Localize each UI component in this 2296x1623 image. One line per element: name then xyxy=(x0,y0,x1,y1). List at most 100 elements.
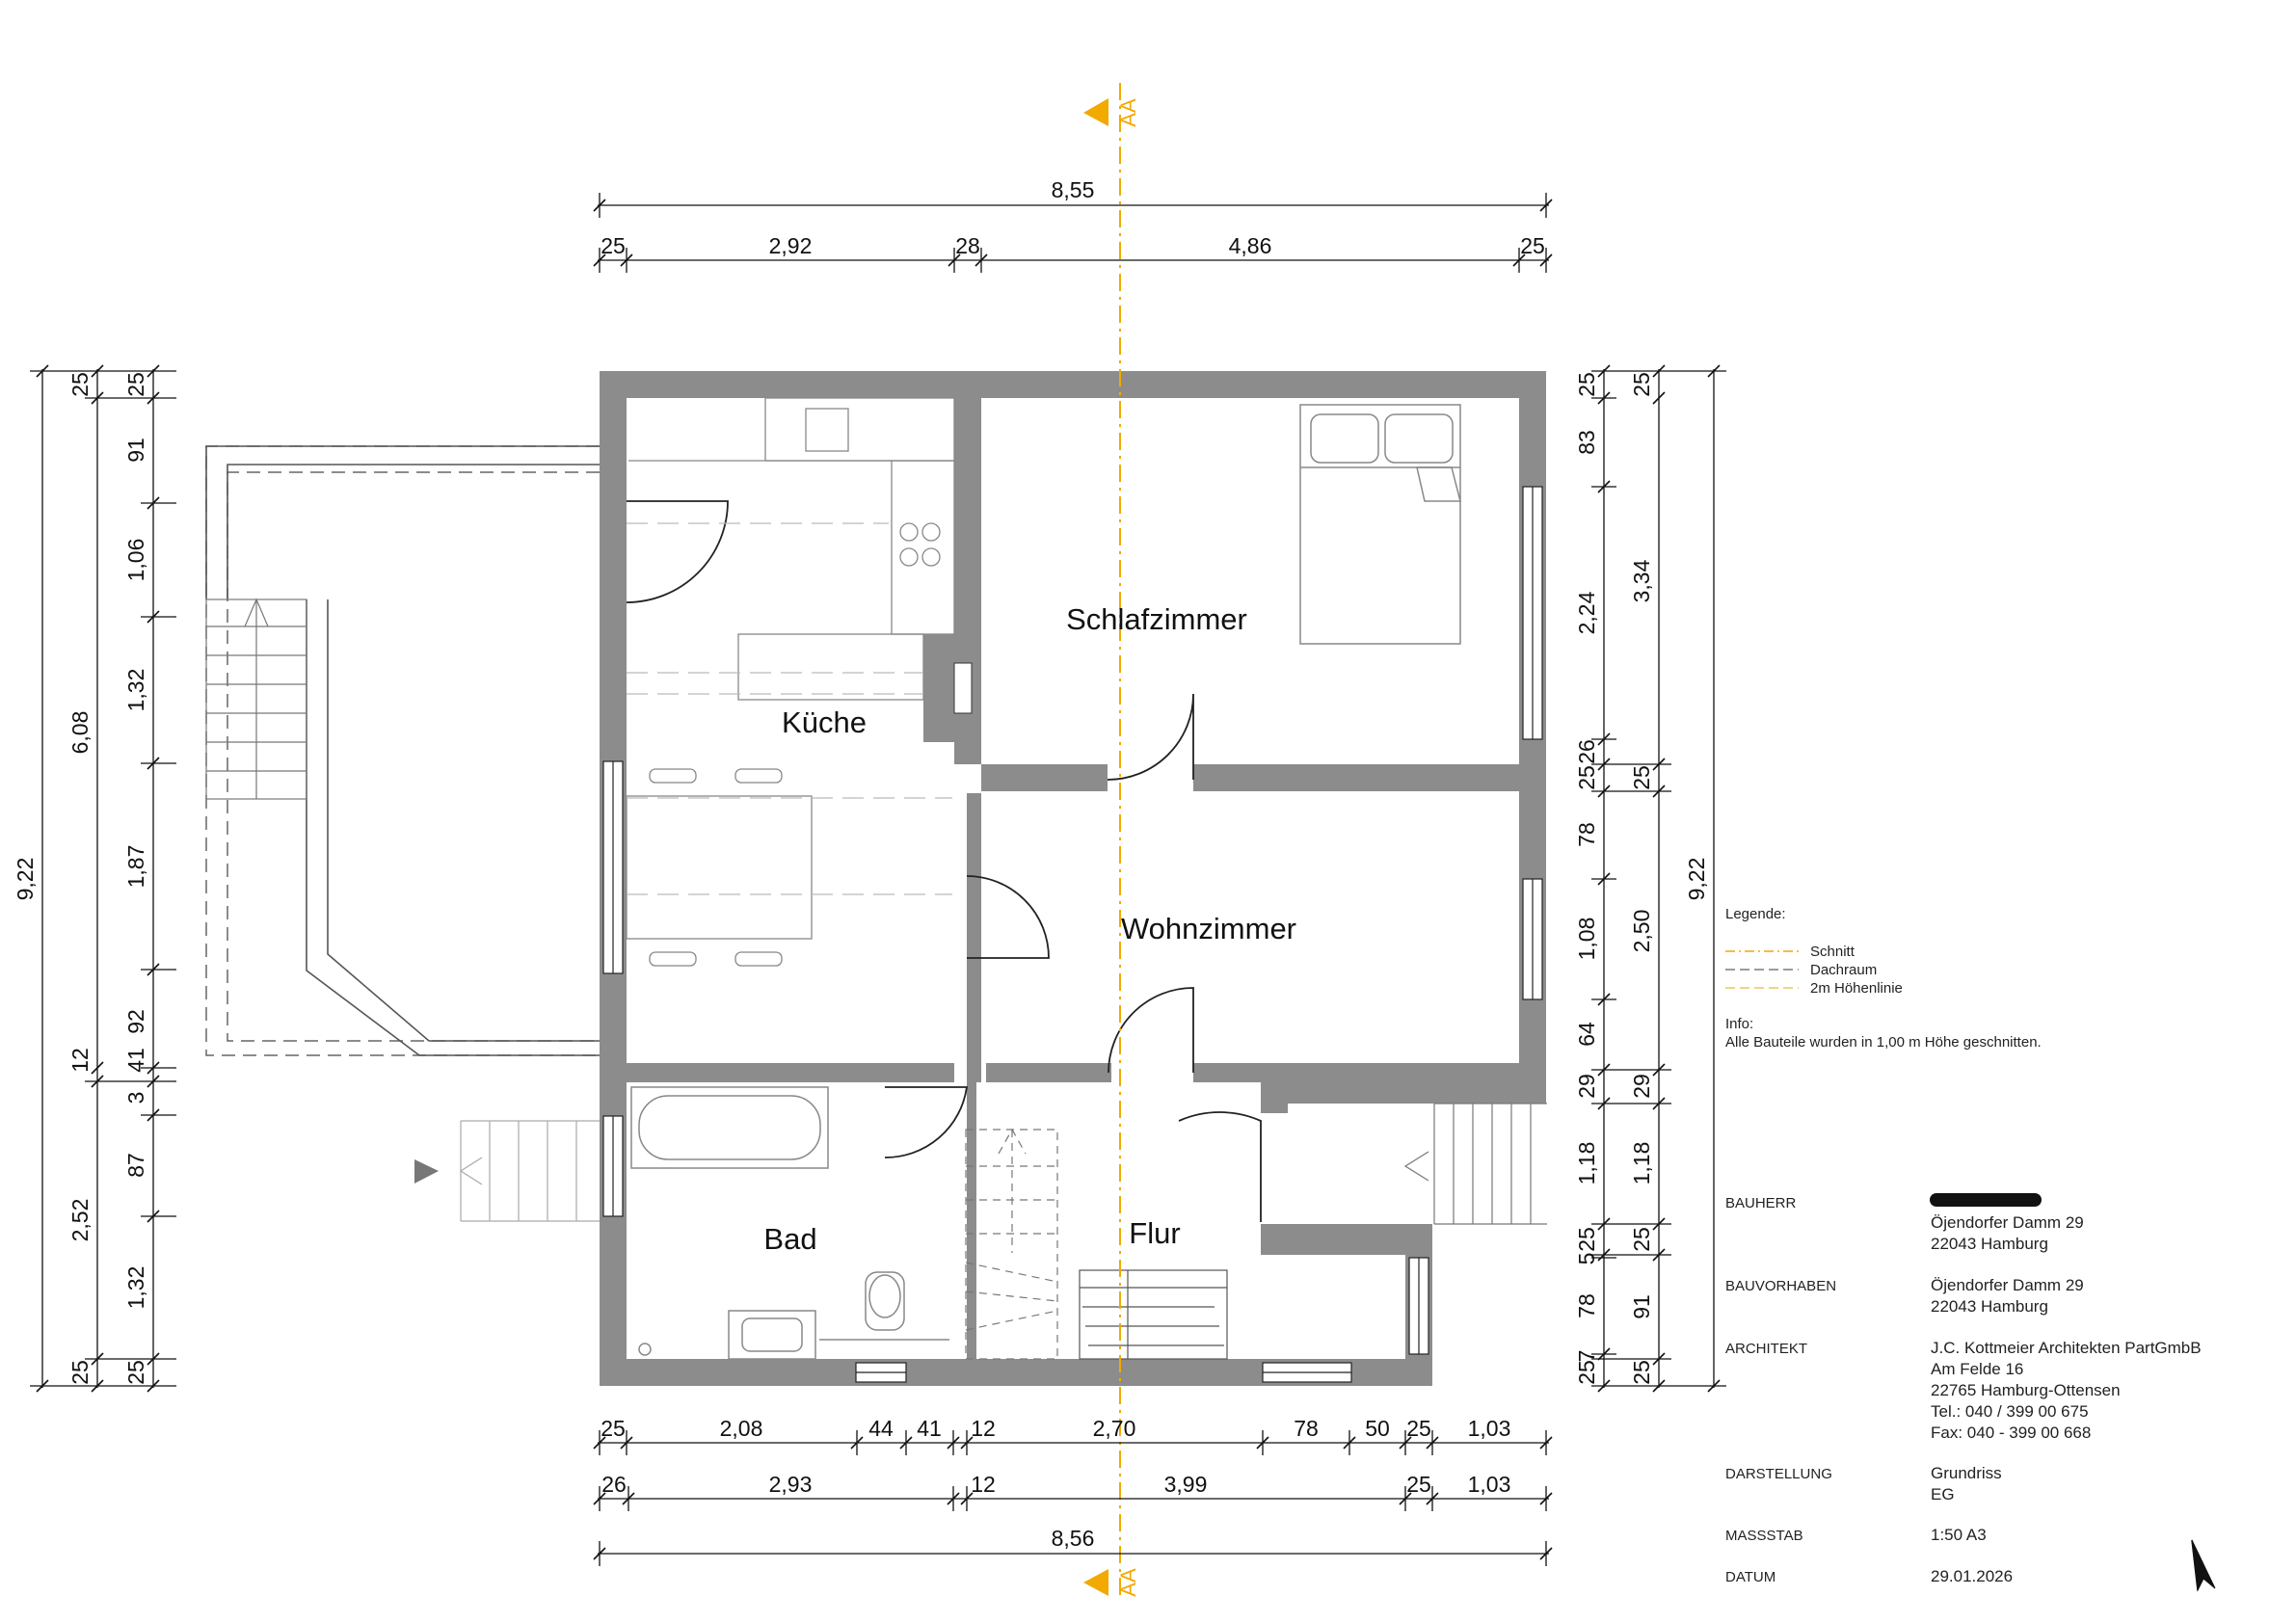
bed-icon xyxy=(1299,404,1461,645)
redacted-name xyxy=(1930,1193,2042,1207)
dimension-lines-top xyxy=(598,193,1549,273)
dimension-ticks-right xyxy=(1597,364,1721,1393)
dim-bottom2-2: 12 xyxy=(971,1472,996,1497)
dim-right-inner-7: 64 xyxy=(1574,1022,1599,1047)
dim-right-inner-3: 26 xyxy=(1574,739,1599,764)
tb-bauvorhaben-line-2: 22043 Hamburg xyxy=(1931,1297,2048,1316)
section-arrow-top-icon xyxy=(1083,98,1108,126)
tb-datum-value: 29.01.2026 xyxy=(1931,1567,2013,1585)
dim-left-mid-1: 6,08 xyxy=(67,711,93,755)
section-arrow-bottom-icon xyxy=(1083,1569,1108,1596)
dim-right-outer-7: 91 xyxy=(1629,1294,1654,1319)
dim-bottom1-3: 41 xyxy=(917,1416,942,1441)
dim-left-inner-7: 3 xyxy=(123,1092,148,1104)
legend-item-schnitt: Schnitt xyxy=(1810,944,1855,960)
dim-left-inner-1: 91 xyxy=(123,438,148,463)
exterior-stair-left xyxy=(205,598,307,800)
title-block: BAUHERR Öjendorfer Damm 29 22043 Hamburg… xyxy=(1725,1193,2202,1585)
dimension-ticks-bottom xyxy=(593,1436,1553,1560)
dim-right-inner-6: 1,08 xyxy=(1574,918,1599,961)
legend-item-hoehenlinie: 2m Höhenlinie xyxy=(1810,980,1903,997)
kitchen-furniture xyxy=(626,397,955,967)
tb-bauherr-line-2: 22043 Hamburg xyxy=(1931,1235,2048,1253)
balcony-outline xyxy=(205,445,600,1056)
dim-left-mid-0: 25 xyxy=(67,372,93,397)
legend-info-title: Info: xyxy=(1725,1016,1753,1032)
dim-left-inner-0: 25 xyxy=(123,372,148,397)
tb-datum-label: DATUM xyxy=(1725,1569,1775,1585)
dim-right-inner-13: 7 xyxy=(1574,1350,1599,1363)
dim-left-inner-3: 1,32 xyxy=(123,669,148,712)
room-label-kueche: Küche xyxy=(782,705,867,739)
exterior-stair-entrance xyxy=(459,1120,600,1222)
windows xyxy=(602,486,1543,1383)
dim-left-inner-10: 25 xyxy=(123,1360,148,1385)
tb-darstellung-label: DARSTELLUNG xyxy=(1725,1466,1832,1482)
dim-right-inner-12: 78 xyxy=(1574,1293,1599,1318)
dim-top-4: 25 xyxy=(1520,233,1545,258)
dimension-ticks-left xyxy=(36,364,160,1393)
terrace-outline xyxy=(205,445,600,1056)
room-label-wohnzimmer: Wohnzimmer xyxy=(1121,912,1296,945)
tb-architekt-label: ARCHITEKT xyxy=(1725,1341,1807,1357)
dim-right-inner-8: 29 xyxy=(1574,1074,1599,1099)
tb-bauvorhaben-line-1: Öjendorfer Damm 29 xyxy=(1931,1276,2084,1294)
tb-darstellung-line-1: Grundriss xyxy=(1931,1464,2002,1482)
tb-massstab-value: 1:50 A3 xyxy=(1931,1526,1987,1544)
dim-top-total: 8,55 xyxy=(1052,177,1095,202)
dim-left-inner-9: 1,32 xyxy=(123,1266,148,1310)
room-label-schlafzimmer: Schlafzimmer xyxy=(1066,602,1247,636)
legend-info-text: Alle Bauteile wurden in 1,00 m Höhe gesc… xyxy=(1725,1034,2042,1051)
doors xyxy=(626,500,1262,1222)
dim-right-outer-2: 25 xyxy=(1629,765,1654,790)
dim-bottom1-6: 78 xyxy=(1294,1416,1319,1441)
exterior-stair-right xyxy=(1403,1103,1547,1225)
dim-right-inner-1: 83 xyxy=(1574,430,1599,455)
tb-architekt-line-2: Am Felde 16 xyxy=(1931,1360,2023,1378)
dim-right-outer-6: 25 xyxy=(1629,1227,1654,1252)
dim-top-3: 4,86 xyxy=(1229,233,1272,258)
dimension-ticks-top xyxy=(593,199,1553,267)
north-arrow-icon xyxy=(2191,1539,2216,1592)
dim-right-outer-3: 2,50 xyxy=(1629,910,1654,953)
dim-bottom2-5: 1,03 xyxy=(1468,1472,1511,1497)
dim-left-inner-8: 87 xyxy=(123,1153,148,1178)
dim-right-inner-10: 25 xyxy=(1574,1227,1599,1252)
dim-right-inner-11: 5 xyxy=(1574,1253,1599,1265)
dim-right-outer-5: 1,18 xyxy=(1629,1142,1654,1185)
room-label-flur: Flur xyxy=(1129,1216,1180,1250)
interior-stair-dashed xyxy=(965,1128,1058,1360)
dim-left-inner-2: 1,06 xyxy=(123,539,148,582)
dim-left-mid-3: 2,52 xyxy=(67,1199,93,1242)
legend: Legende: Schnitt Dachraum 2m Höhenlinie … xyxy=(1725,906,2042,1051)
dim-bottom1-4: 12 xyxy=(971,1416,996,1441)
walls xyxy=(600,371,1546,1386)
dim-bottom1-9: 1,03 xyxy=(1468,1416,1511,1441)
dim-right-outer-8: 25 xyxy=(1629,1360,1654,1385)
legend-title: Legende: xyxy=(1725,906,1786,922)
room-label-bad: Bad xyxy=(763,1222,816,1256)
dim-bottom2-3: 3,99 xyxy=(1164,1472,1208,1497)
dim-right-outer-4: 29 xyxy=(1629,1074,1654,1099)
dim-right-inner-2: 2,24 xyxy=(1574,591,1599,634)
dim-bottom1-1: 2,08 xyxy=(720,1416,763,1441)
dim-bottom2-4: 25 xyxy=(1406,1472,1431,1497)
dim-bottom1-8: 25 xyxy=(1406,1416,1431,1441)
dim-bottom2-0: 26 xyxy=(601,1472,627,1497)
tb-architekt-line-4: Tel.: 040 / 399 00 675 xyxy=(1931,1402,2089,1421)
interior-stair xyxy=(1079,1269,1228,1360)
dim-left-inner-6: 41 xyxy=(123,1048,148,1073)
dim-top-2: 28 xyxy=(955,233,980,258)
dim-right-inner-14: 25 xyxy=(1574,1360,1599,1385)
section-label-bottom: AA xyxy=(1116,1568,1140,1597)
dim-top-0: 25 xyxy=(601,233,626,258)
dim-bottom1-2: 44 xyxy=(868,1416,894,1441)
dim-right-inner-5: 78 xyxy=(1574,822,1599,847)
section-label-top: AA xyxy=(1116,98,1140,127)
dim-left-inner-4: 1,87 xyxy=(123,845,148,889)
dimension-lines-left xyxy=(30,369,176,1388)
tb-architekt-line-3: 22765 Hamburg-Ottensen xyxy=(1931,1381,2121,1399)
dim-left-mid-4: 25 xyxy=(67,1360,93,1385)
dim-right-outer-1: 3,34 xyxy=(1629,559,1654,602)
